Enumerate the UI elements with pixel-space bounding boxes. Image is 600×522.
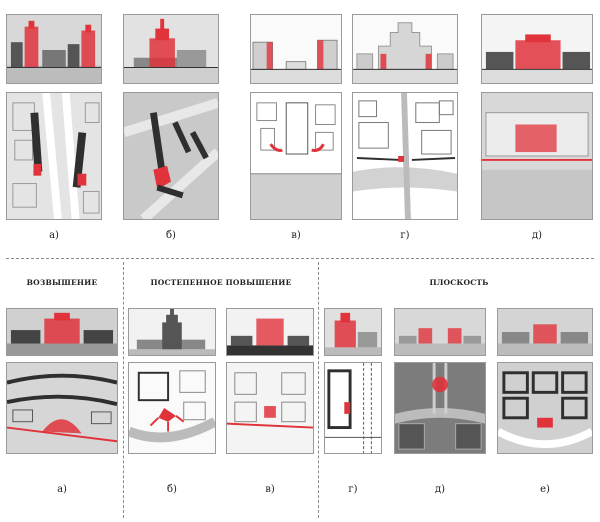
header-gradual: ПОСТЕПЕННОЕ ПОВЫШЕНИЕ [150, 278, 292, 287]
top-d-plan [481, 92, 593, 220]
bottom-caption-g: г) [348, 484, 358, 495]
top-g-elevation [352, 14, 458, 84]
bottom-caption-d: д) [434, 484, 446, 495]
bottom-b-elevation [128, 308, 216, 356]
bottom-v-plan [226, 362, 314, 454]
horizontal-divider [6, 258, 594, 259]
top-caption-g: г) [400, 230, 410, 241]
bottom-caption-a: а) [57, 484, 67, 495]
bottom-a-plan [6, 362, 118, 454]
top-v-plan [250, 92, 342, 220]
bottom-a-elevation [6, 308, 118, 356]
bottom-caption-v: в) [265, 484, 275, 495]
top-caption-d: д) [531, 230, 543, 241]
top-v-elevation [250, 14, 342, 84]
top-g-plan [352, 92, 458, 220]
bottom-caption-b: б) [167, 484, 177, 495]
bottom-caption-e: е) [540, 484, 550, 495]
bottom-g-elevation [324, 308, 382, 356]
top-caption-a: а) [49, 230, 59, 241]
top-caption-b: б) [166, 230, 176, 241]
top-a-elevation [6, 14, 102, 84]
top-b-elevation [123, 14, 219, 84]
bottom-b-plan [128, 362, 216, 454]
top-d-elevation [481, 14, 593, 84]
bottom-e-plan [497, 362, 593, 454]
top-b-plan [123, 92, 219, 220]
header-plane: ПЛОСКОСТЬ [429, 278, 489, 287]
bottom-e-elevation [497, 308, 593, 356]
vertical-divider-right [318, 262, 319, 518]
top-caption-v: в) [291, 230, 301, 241]
vertical-divider-left [123, 262, 124, 518]
bottom-v-elevation [226, 308, 314, 356]
bottom-g-plan [324, 362, 382, 454]
header-elevation: ВОЗВЫШЕНИЕ [26, 278, 98, 287]
top-a-plan [6, 92, 102, 220]
bottom-d-plan [394, 362, 486, 454]
bottom-d-elevation [394, 308, 486, 356]
